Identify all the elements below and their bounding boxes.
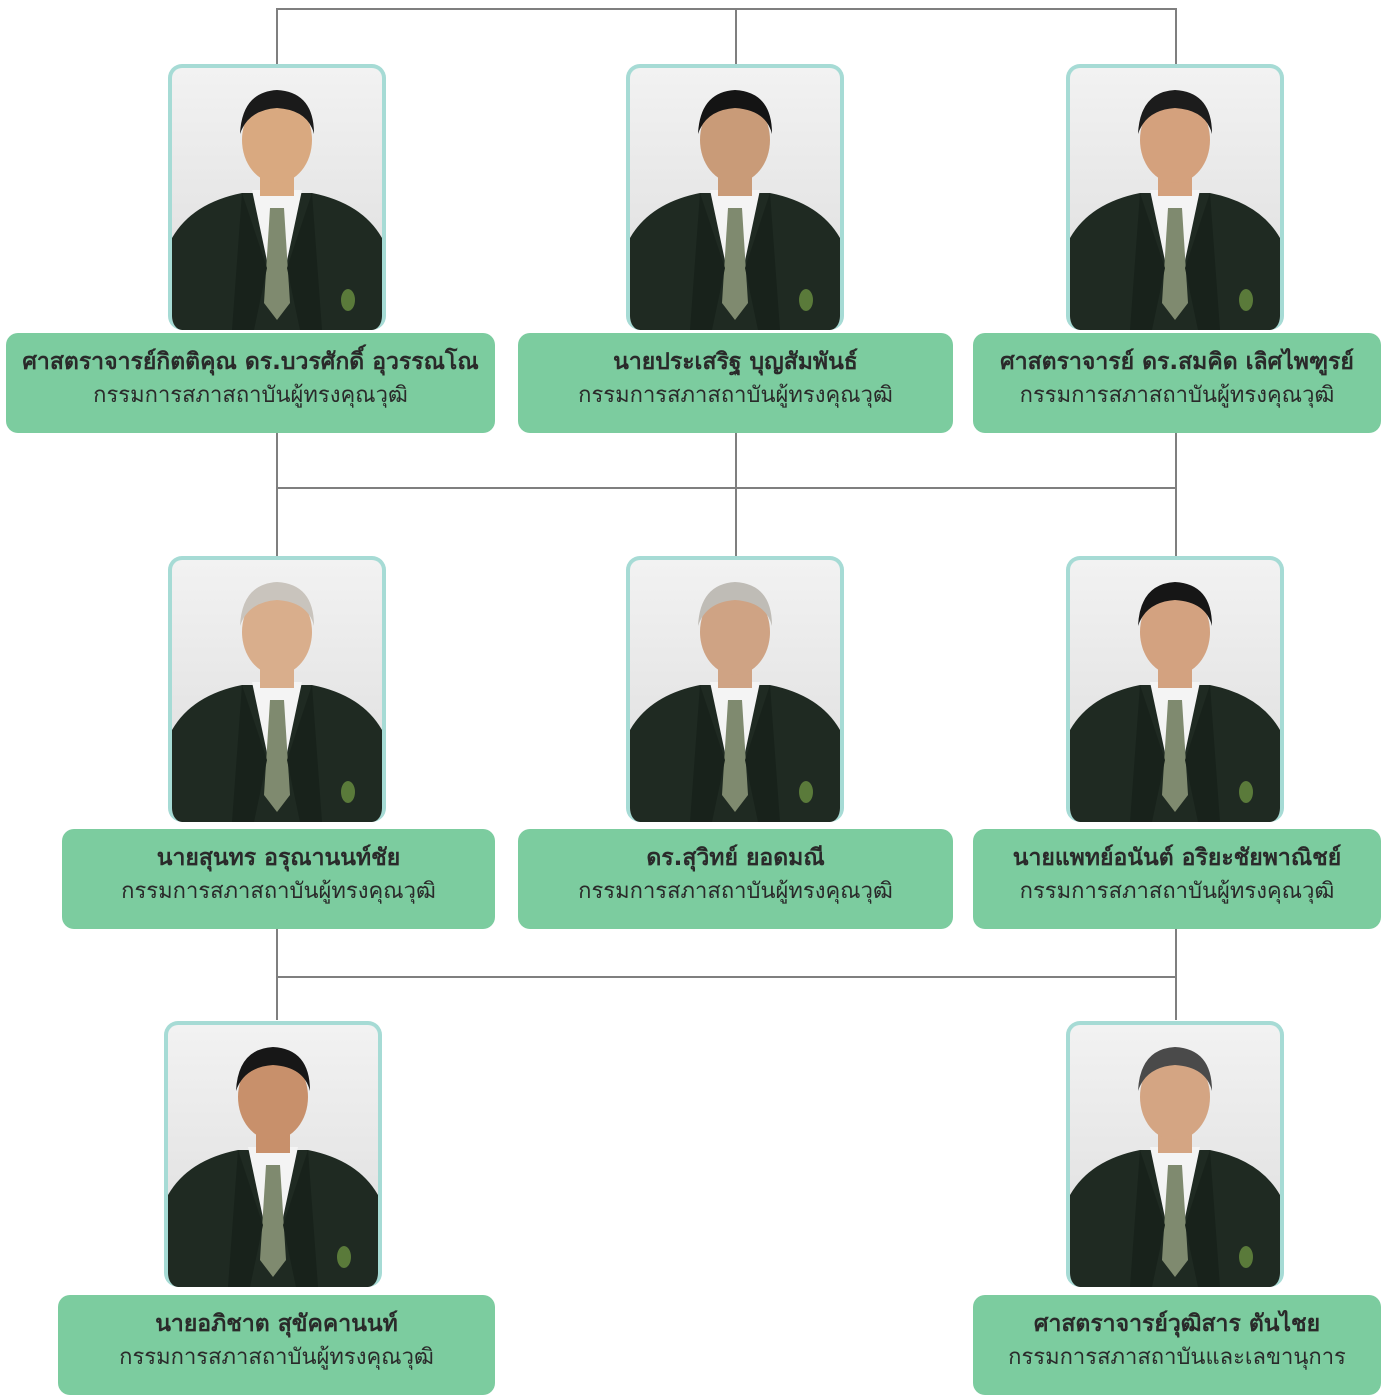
necktie [1162,700,1188,812]
connector-low-horizontal [276,976,1177,978]
emblem-badge [341,289,355,311]
connector-low-vertical-1 [276,928,278,1020]
member-1-name: ศาสตราจารย์กิตติคุณ ดร.บวรศักดิ์ อุวรรณโ… [22,349,479,375]
lapel-right [745,193,780,330]
member-3-role: กรรมการสภาสถาบันผู้ทรงคุณวุฒิ [1019,383,1335,408]
face [700,97,770,183]
member-8-plate: ศาสตราจารย์วุฒิสาร ตันไชย กรรมการสภาสถาบ… [973,1295,1381,1395]
hair [698,90,772,134]
hair [1138,582,1212,626]
hair [1138,1047,1212,1091]
member-1-role: กรรมการสภาสถาบันผู้ทรงคุณวุฒิ [93,383,408,408]
lapel-right [287,685,322,822]
member-5-name: ดร.สุวิทย์ ยอดมณี [646,845,825,871]
member-7-portrait [164,1021,382,1287]
connector-top-drop-3 [1175,8,1177,64]
member-7-plate: นายอภิชาต สุขัคคานนท์ กรรมการสภาสถาบันผู… [58,1295,495,1395]
emblem-badge [1239,1246,1253,1268]
face [238,1054,308,1140]
member-2-role: กรรมการสภาสถาบันผู้ทรงคุณวุฒิ [578,383,893,408]
portrait-figure [1070,90,1280,330]
member-3-portrait [1066,64,1284,330]
lapel-left [228,1150,263,1287]
connector-top-drop-1 [276,8,278,64]
portrait-figure [168,1047,378,1287]
necktie [1162,1165,1188,1277]
portrait-figure [172,90,382,330]
member-4-portrait [168,556,386,822]
face [1140,97,1210,183]
connector-mid-vertical-3 [1175,432,1177,556]
necktie [722,208,748,320]
connector-top-drop-2 [735,8,737,64]
hair [236,1047,310,1091]
connector-mid-vertical-1 [276,432,278,556]
face [700,589,770,675]
lapel-left [690,193,725,330]
lapel-right [745,685,780,822]
emblem-badge [799,781,813,803]
connector-mid-vertical-2 [735,432,737,556]
hair [240,90,314,134]
face [1140,1054,1210,1140]
lapel-left [690,685,725,822]
lapel-left [1130,685,1165,822]
member-2-name: นายประเสริฐ บุญสัมพันธ์ [613,349,858,375]
member-8-portrait [1066,1021,1284,1287]
member-4-plate: นายสุนทร อรุณานนท์ชัย กรรมการสภาสถาบันผู… [62,829,495,929]
lapel-left [232,193,267,330]
lapel-left [232,685,267,822]
member-1-plate: ศาสตราจารย์กิตติคุณ ดร.บวรศักดิ์ อุวรรณโ… [6,333,495,433]
lapel-right [287,193,322,330]
emblem-badge [341,781,355,803]
lapel-left [1130,1150,1165,1287]
connector-mid-horizontal [276,487,1177,489]
emblem-badge [799,289,813,311]
member-1-portrait [168,64,386,330]
lapel-right [1185,685,1220,822]
portrait-figure [172,582,382,822]
necktie [722,700,748,812]
necktie [264,700,290,812]
member-7-role: กรรมการสภาสถาบันผู้ทรงคุณวุฒิ [119,1345,434,1370]
portrait-figure [630,582,840,822]
member-8-name: ศาสตราจารย์วุฒิสาร ตันไชย [1033,1311,1321,1337]
member-3-name: ศาสตราจารย์ ดร.สมคิด เลิศไพฑูรย์ [1000,349,1354,375]
member-2-plate: นายประเสริฐ บุญสัมพันธ์ กรรมการสภาสถาบัน… [518,333,953,433]
necktie [264,208,290,320]
hair [240,582,314,626]
emblem-badge [337,1246,351,1268]
face [242,97,312,183]
member-5-plate: ดร.สุวิทย์ ยอดมณี กรรมการสภาสถาบันผู้ทรง… [518,829,953,929]
member-6-role: กรรมการสภาสถาบันผู้ทรงคุณวุฒิ [1019,879,1335,904]
lapel-left [1130,193,1165,330]
necktie [1162,208,1188,320]
member-8-role: กรรมการสภาสถาบันและเลขานุการ [1008,1345,1346,1370]
lapel-right [283,1150,318,1287]
member-3-plate: ศาสตราจารย์ ดร.สมคิด เลิศไพฑูรย์ กรรมการ… [973,333,1381,433]
member-2-portrait [626,64,844,330]
member-4-role: กรรมการสภาสถาบันผู้ทรงคุณวุฒิ [121,879,436,904]
face [242,589,312,675]
member-5-portrait [626,556,844,822]
portrait-figure [630,90,840,330]
member-6-portrait [1066,556,1284,822]
lapel-right [1185,193,1220,330]
member-7-name: นายอภิชาต สุขัคคานนท์ [155,1311,398,1337]
connector-low-vertical-2 [1175,928,1177,1020]
necktie [260,1165,286,1277]
member-4-name: นายสุนทร อรุณานนท์ชัย [156,845,401,871]
emblem-badge [1239,289,1253,311]
member-6-plate: นายแพทย์อนันต์ อริยะชัยพาณิชย์ กรรมการสภ… [973,829,1381,929]
member-5-role: กรรมการสภาสถาบันผู้ทรงคุณวุฒิ [578,879,893,904]
portrait-figure [1070,582,1280,822]
hair [698,582,772,626]
emblem-badge [1239,781,1253,803]
connector-top-horizontal [276,8,1177,10]
member-6-name: นายแพทย์อนันต์ อริยะชัยพาณิชย์ [1012,845,1342,871]
portrait-figure [1070,1047,1280,1287]
hair [1138,90,1212,134]
lapel-right [1185,1150,1220,1287]
face [1140,589,1210,675]
